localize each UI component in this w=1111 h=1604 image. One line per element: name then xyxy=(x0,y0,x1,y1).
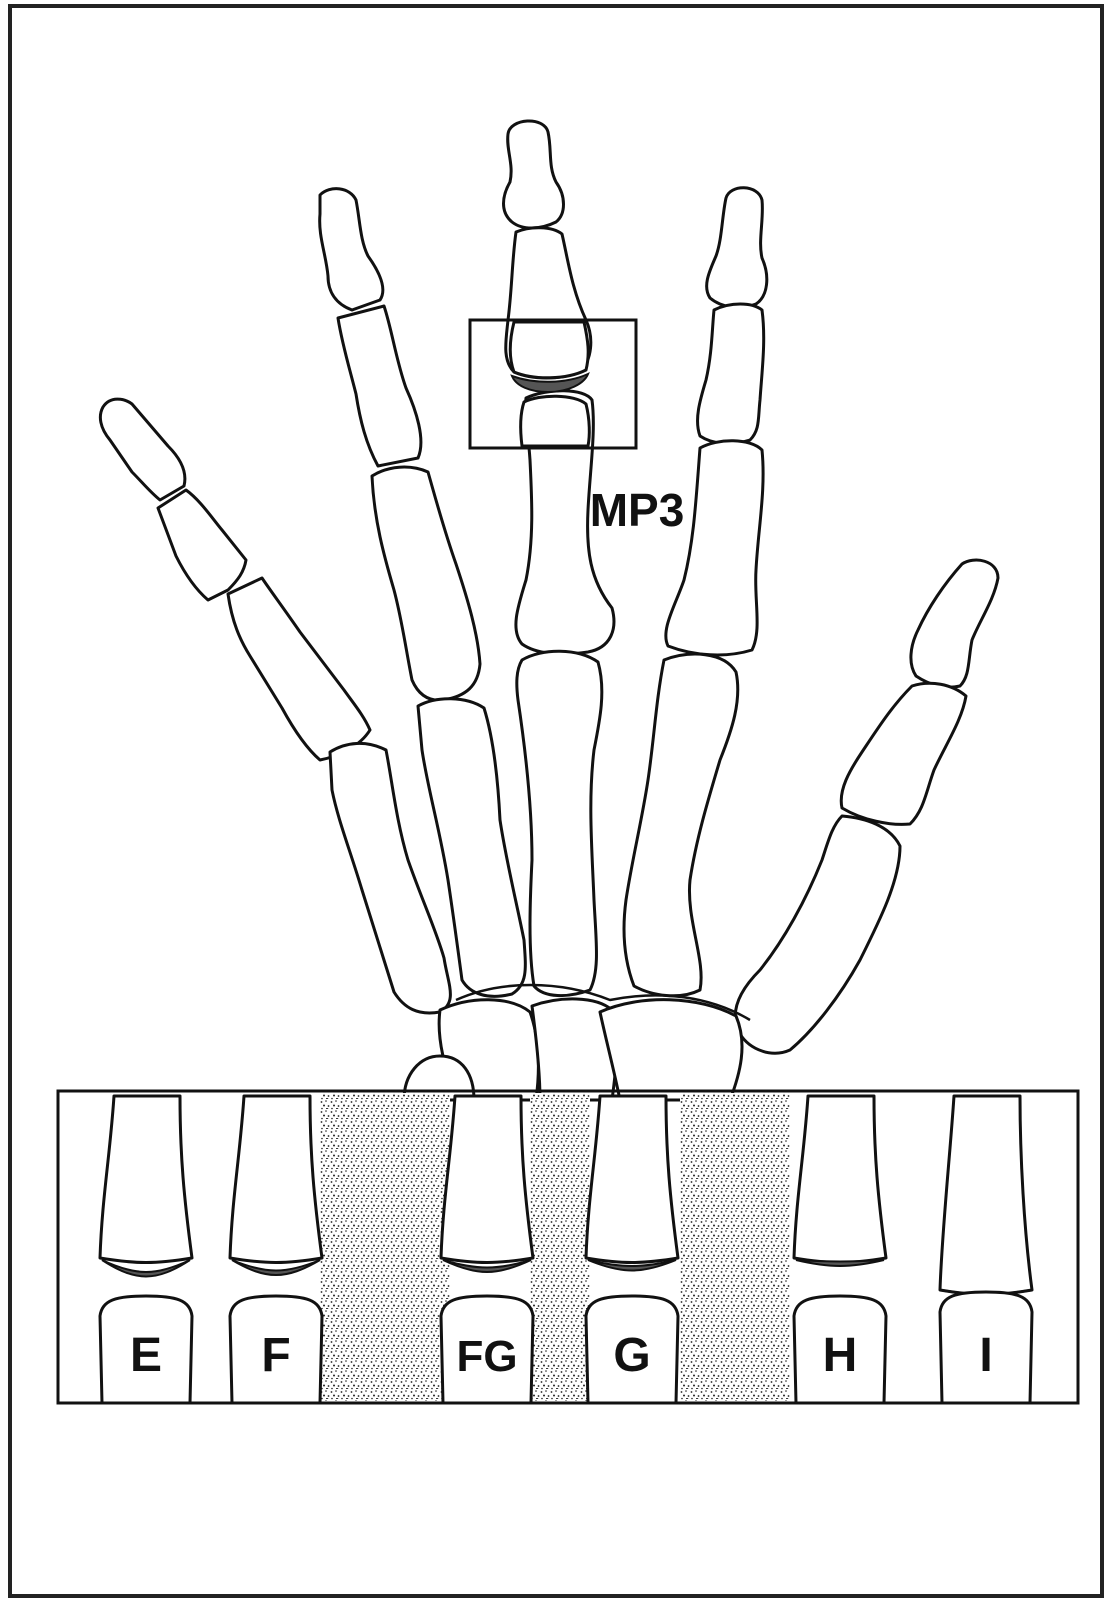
thumb-proximal-phalanx xyxy=(841,683,966,824)
stage-strip-dense-band xyxy=(530,1093,590,1401)
ring-middle-phalanx xyxy=(338,306,421,466)
index-middle-phalanx xyxy=(698,304,764,443)
index-distal-phalanx xyxy=(707,188,767,308)
stage-label: G xyxy=(613,1329,650,1382)
stage-strip-dense-band xyxy=(320,1093,450,1401)
stage-upper-bone xyxy=(230,1096,322,1263)
little-distal-phalanx xyxy=(100,399,185,500)
carpal-bone-3 xyxy=(600,1000,742,1100)
index-finger xyxy=(624,188,767,996)
stage-label: I xyxy=(979,1329,992,1382)
stage-panel-i: I xyxy=(940,1096,1032,1403)
stage-upper-bone xyxy=(441,1096,533,1263)
stage-upper-bone xyxy=(794,1096,886,1263)
stage-epiphysis-cap xyxy=(796,1260,884,1266)
thumb-metacarpal xyxy=(735,816,900,1053)
zoom-metaphysis xyxy=(521,396,590,446)
ring-proximal-phalanx xyxy=(372,467,480,700)
stage-panel-h: H xyxy=(794,1096,886,1403)
stage-panel-g: G xyxy=(586,1096,678,1403)
middle-finger xyxy=(504,121,614,996)
stage-strip: E F FG G H I xyxy=(58,1091,1078,1403)
index-metacarpal xyxy=(624,654,738,996)
region-label: MP3 xyxy=(590,484,685,536)
little-proximal-phalanx xyxy=(228,578,370,760)
stage-label: H xyxy=(823,1329,858,1382)
zoom-region xyxy=(470,320,636,448)
stage-label: E xyxy=(130,1329,162,1382)
stage-upper-bone xyxy=(100,1096,192,1263)
index-proximal-phalanx xyxy=(666,441,763,655)
hand-bones xyxy=(100,121,998,1100)
thumb xyxy=(735,560,998,1053)
stage-label: FG xyxy=(456,1332,517,1381)
ring-finger xyxy=(320,189,526,997)
stage-upper-bone xyxy=(940,1096,1032,1295)
stage-panel-f: F xyxy=(230,1096,322,1403)
ring-distal-phalanx xyxy=(320,189,383,310)
stage-label: F xyxy=(261,1329,290,1382)
stage-strip-dense-band xyxy=(680,1093,790,1401)
little-middle-phalanx xyxy=(158,490,246,600)
stage-upper-bone xyxy=(586,1096,678,1263)
thumb-distal-phalanx xyxy=(911,560,998,687)
stage-panel-fg: FG xyxy=(441,1096,533,1403)
middle-metacarpal xyxy=(517,651,602,995)
middle-distal-phalanx xyxy=(504,121,564,228)
stage-panel-e: E xyxy=(100,1096,192,1403)
zoom-epiphysis-upper xyxy=(510,322,588,378)
carpal-bones xyxy=(404,985,750,1100)
